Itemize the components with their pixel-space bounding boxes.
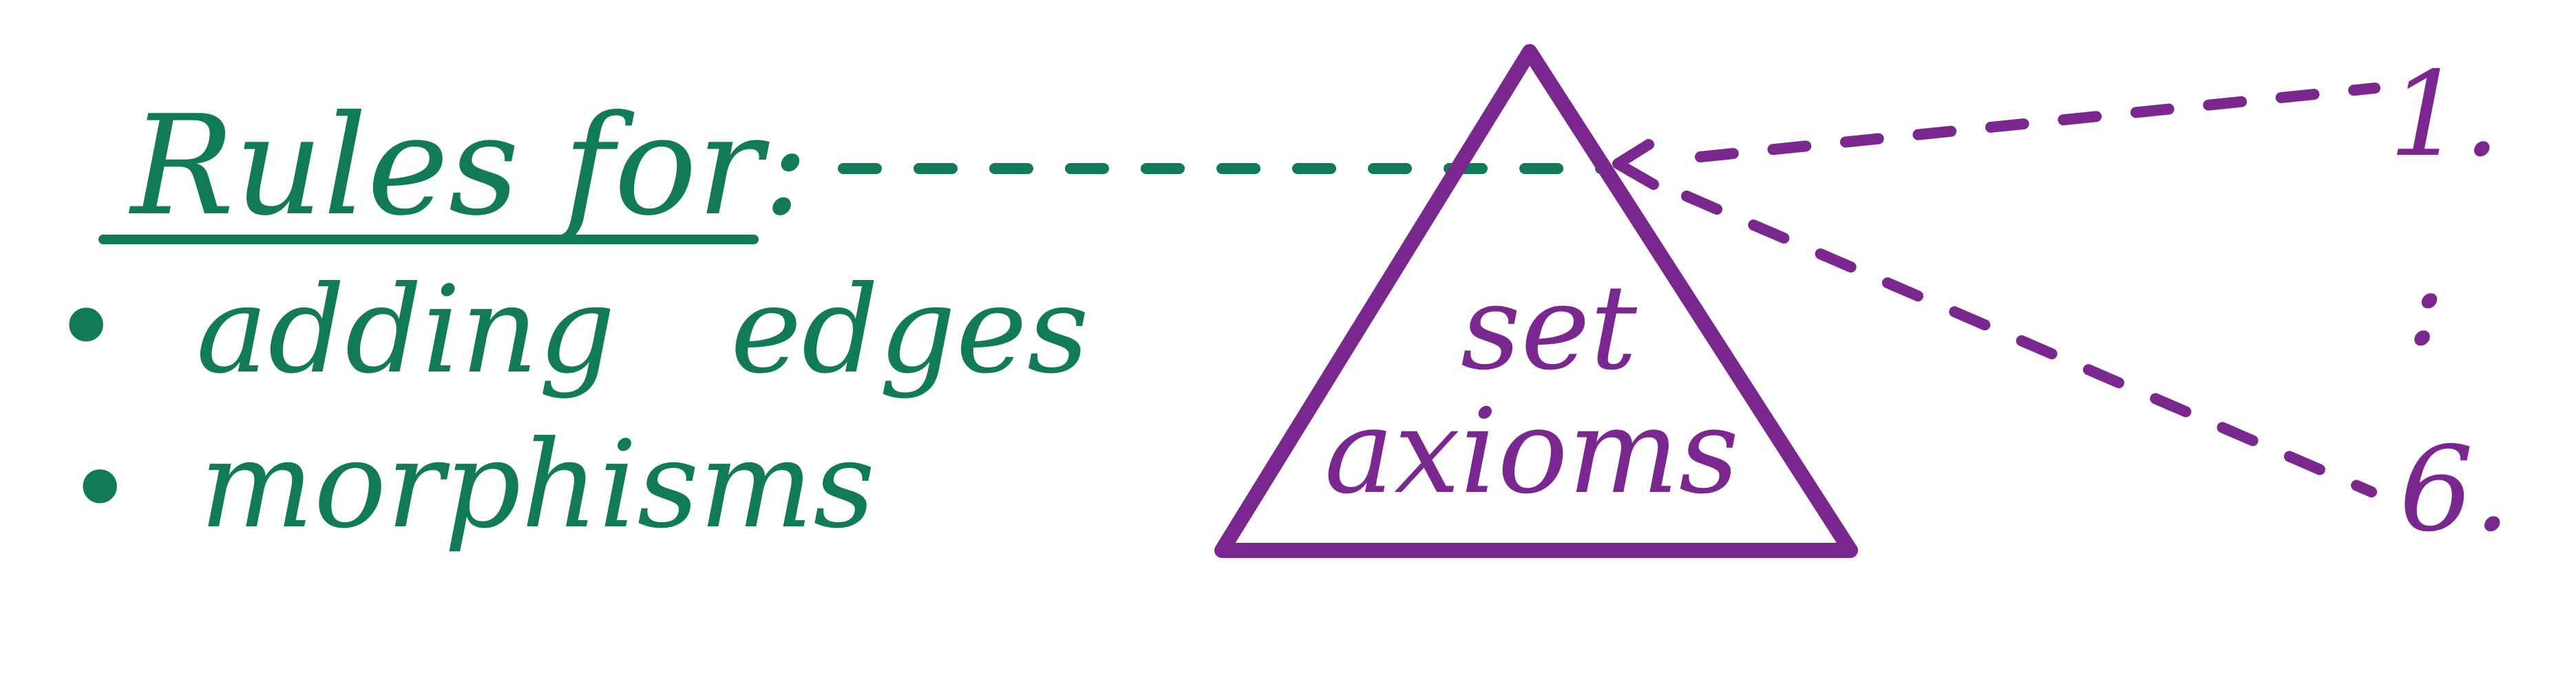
bullet-text-morphisms: morphisms: [200, 416, 875, 555]
arrowhead-icon: [1612, 139, 1659, 190]
bullet-text-adding-edges: adding edges: [196, 261, 1089, 400]
axiom-label-ellipsis: :: [2406, 236, 2445, 372]
triangle-label-axioms: axioms: [1324, 384, 1739, 520]
heading-rules-for: Rules for:: [128, 86, 809, 246]
bullet-marker-2: •: [65, 422, 134, 558]
axiom-label-first: 1.: [2389, 47, 2500, 183]
set-axioms-triangle: [1214, 44, 1858, 558]
bullet-marker-1: •: [52, 260, 120, 396]
triangle-label-set: set: [1461, 260, 1638, 396]
dashed-line-to-axiom-6: [1681, 191, 2377, 497]
axiom-label-last: 6.: [2399, 422, 2511, 558]
dashed-line-to-axiom-1: [1695, 83, 2380, 162]
